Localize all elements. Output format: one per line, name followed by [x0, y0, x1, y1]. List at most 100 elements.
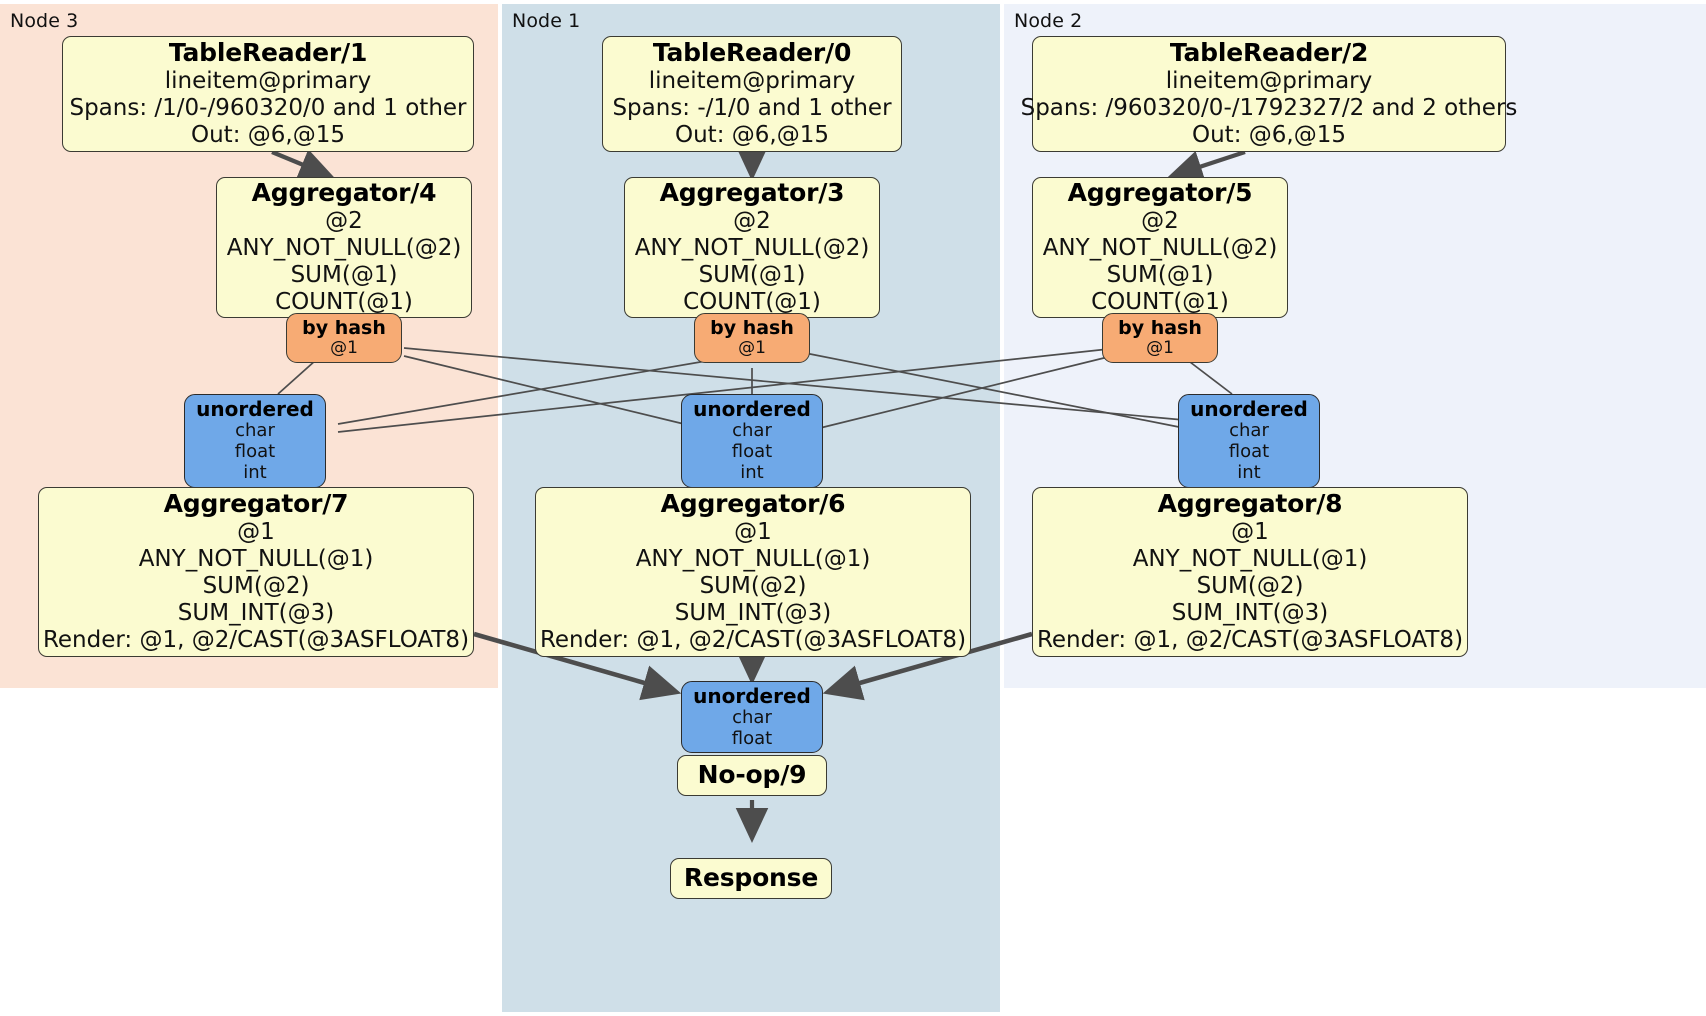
panel-node-1-label: Node 1: [512, 10, 581, 32]
node-title: Aggregator/8: [1157, 489, 1343, 519]
node-no-op-9[interactable]: No-op/9: [677, 755, 827, 796]
node-line: SUM(@1): [698, 261, 806, 288]
node-title: Aggregator/7: [163, 489, 349, 519]
node-line: @2: [325, 207, 363, 234]
node-title: TableReader/0: [652, 38, 852, 68]
sync-line: float: [731, 727, 773, 749]
edge-hashL-unorderedR: [403, 347, 1185, 421]
node-line: SUM(@1): [1106, 261, 1214, 288]
node-title: Aggregator/6: [660, 489, 846, 519]
node-aggregator-6[interactable]: Aggregator/6 @1 ANY_NOT_NULL(@1) SUM(@2)…: [535, 487, 971, 657]
sync-line: float: [234, 441, 276, 463]
node-title: Aggregator/3: [659, 178, 845, 208]
edge-hashL-unorderedM: [403, 355, 685, 425]
node-line-render: Render: @1, @2/CAST(@3ASFLOAT8): [1036, 626, 1464, 653]
node-aggregator-3[interactable]: Aggregator/3 @2 ANY_NOT_NULL(@2) SUM(@1)…: [624, 177, 880, 318]
node-line: @2: [733, 207, 771, 234]
node-title: TableReader/2: [1169, 38, 1369, 68]
node-title: Aggregator/5: [1067, 178, 1253, 208]
node-line: SUM_INT(@3): [177, 599, 335, 626]
sync-line: char: [732, 420, 772, 442]
node-title: Aggregator/4: [251, 178, 437, 208]
sync-line: float: [731, 441, 773, 463]
node-line: lineitem@primary: [648, 67, 856, 94]
sync-unordered-right[interactable]: unordered char float int: [1178, 394, 1320, 488]
node-line: ANY_NOT_NULL(@2): [226, 234, 462, 261]
sync-title: unordered: [196, 397, 314, 422]
edge-tr1-agg4: [271, 149, 335, 180]
edge-hashL-unorderedL: [277, 359, 317, 395]
node-title: Response: [683, 863, 819, 893]
sync-line: float: [1228, 441, 1270, 463]
node-line: Out: @6,@15: [1192, 121, 1346, 148]
node-line: COUNT(@1): [1091, 288, 1229, 315]
router-title: by hash: [710, 317, 794, 340]
panel-node-2-label: Node 2: [1014, 10, 1083, 32]
edge-hashM-unorderedL: [337, 359, 713, 425]
edge-hashR-unorderedL: [337, 347, 1119, 433]
node-line: Out: @6,@15: [191, 121, 345, 148]
node-tablereader-0[interactable]: TableReader/0 lineitem@primary Spans: -/…: [602, 36, 902, 152]
node-line-render: Render: @1, @2/CAST(@3ASFLOAT8): [42, 626, 470, 653]
node-line: @1: [734, 518, 772, 545]
node-line: SUM(@2): [699, 572, 807, 599]
node-line: ANY_NOT_NULL(@2): [634, 234, 870, 261]
node-line: SUM_INT(@3): [674, 599, 832, 626]
edge-agg7-final: [473, 631, 682, 701]
node-line: ANY_NOT_NULL(@2): [1042, 234, 1278, 261]
router-line: @1: [738, 338, 766, 359]
sync-unordered-left[interactable]: unordered char float int: [184, 394, 326, 488]
node-tablereader-1[interactable]: TableReader/1 lineitem@primary Spans: /1…: [62, 36, 474, 152]
router-by-hash-left[interactable]: by hash @1: [286, 313, 402, 363]
edge-agg8-final: [822, 631, 1033, 701]
node-line: SUM(@2): [202, 572, 310, 599]
router-by-hash-right[interactable]: by hash @1: [1102, 313, 1218, 363]
node-line: SUM(@2): [1196, 572, 1304, 599]
node-response[interactable]: Response: [670, 858, 832, 899]
node-aggregator-8[interactable]: Aggregator/8 @1 ANY_NOT_NULL(@1) SUM(@2)…: [1032, 487, 1468, 657]
sync-unordered-middle[interactable]: unordered char float int: [681, 394, 823, 488]
node-line: lineitem@primary: [1165, 67, 1373, 94]
node-line: @2: [1141, 207, 1179, 234]
sync-line: char: [732, 706, 772, 728]
sync-line: char: [1229, 420, 1269, 442]
sync-unordered-final[interactable]: unordered char float: [681, 681, 823, 753]
node-line: COUNT(@1): [275, 288, 413, 315]
node-line: ANY_NOT_NULL(@1): [1132, 545, 1368, 572]
node-aggregator-7[interactable]: Aggregator/7 @1 ANY_NOT_NULL(@1) SUM(@2)…: [38, 487, 474, 657]
node-line: lineitem@primary: [164, 67, 372, 94]
sync-line: char: [235, 420, 275, 442]
node-line: Spans: -/1/0 and 1 other: [612, 94, 892, 121]
node-title: TableReader/1: [168, 38, 368, 68]
sync-title: unordered: [693, 397, 811, 422]
node-title: No-op/9: [697, 760, 807, 790]
node-line: Spans: /1/0-/960320/0 and 1 other: [69, 94, 467, 121]
router-title: by hash: [302, 317, 386, 340]
node-aggregator-5[interactable]: Aggregator/5 @2 ANY_NOT_NULL(@2) SUM(@1)…: [1032, 177, 1288, 318]
node-line: ANY_NOT_NULL(@1): [635, 545, 871, 572]
node-line: COUNT(@1): [683, 288, 821, 315]
sync-line: int: [1237, 461, 1261, 483]
node-line: SUM(@1): [290, 261, 398, 288]
edge-hashR-unorderedM: [819, 355, 1113, 429]
node-line: Out: @6,@15: [675, 121, 829, 148]
node-line: SUM_INT(@3): [1171, 599, 1329, 626]
node-line-render: Render: @1, @2/CAST(@3ASFLOAT8): [539, 626, 967, 653]
node-line: @1: [237, 518, 275, 545]
edge-hashR-unorderedR: [1189, 361, 1233, 395]
router-by-hash-middle[interactable]: by hash @1: [694, 313, 810, 363]
sync-line: int: [740, 461, 764, 483]
edge-hashM-unorderedR: [799, 351, 1185, 429]
node-tablereader-2[interactable]: TableReader/2 lineitem@primary Spans: /9…: [1021, 36, 1517, 152]
sync-line: int: [243, 461, 267, 483]
router-line: @1: [1146, 338, 1174, 359]
router-line: @1: [330, 338, 358, 359]
router-title: by hash: [1118, 317, 1202, 340]
edge-tr2-agg5: [1167, 150, 1246, 183]
node-line: Spans: /960320/0-/1792327/2 and 2 others: [1020, 94, 1518, 121]
node-aggregator-4[interactable]: Aggregator/4 @2 ANY_NOT_NULL(@2) SUM(@1)…: [216, 177, 472, 318]
sync-title: unordered: [693, 683, 811, 708]
node-line: @1: [1231, 518, 1269, 545]
